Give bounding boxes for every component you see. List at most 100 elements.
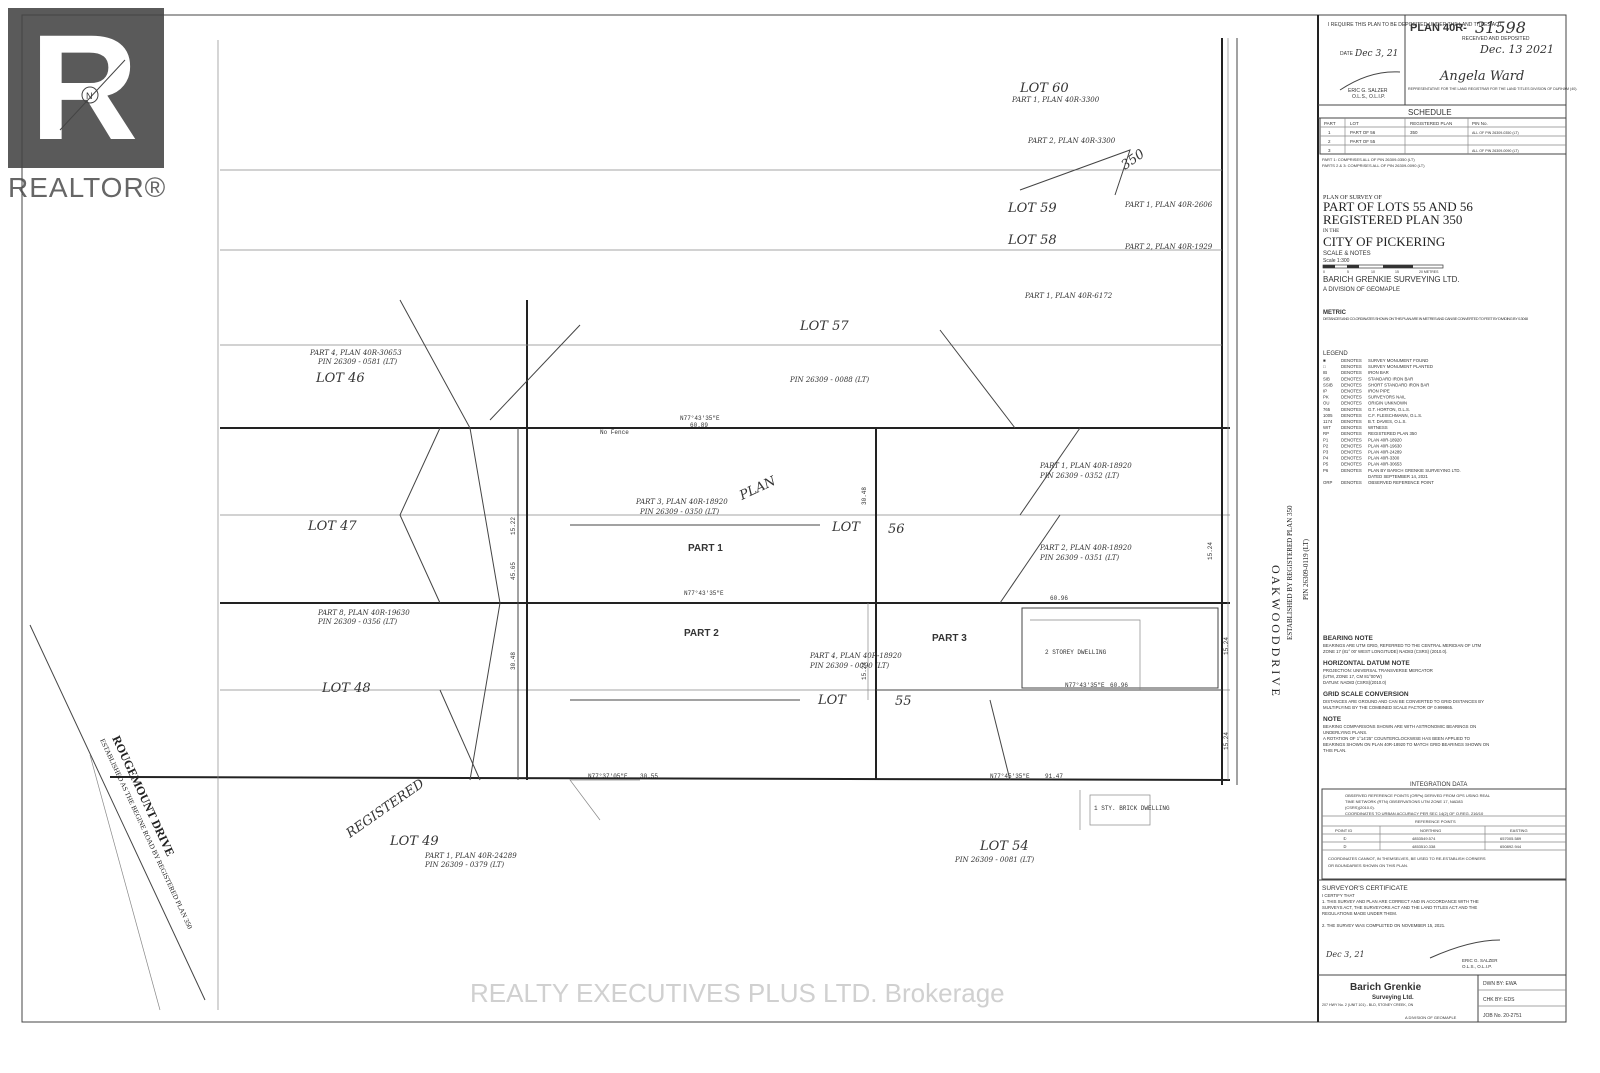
plan-note: PART 1, PLAN 40R-2606 <box>1124 201 1213 209</box>
plan-label: PLAN <box>736 474 778 504</box>
plan-note: PART 1, PLAN 40R-18920 <box>1039 462 1132 470</box>
brokerage-watermark: REALTY EXECUTIVES PLUS LTD. Brokerage <box>470 978 1005 1008</box>
integration-heading: INTEGRATION DATA <box>1410 782 1467 788</box>
legend-cell: DENOTES <box>1341 376 1362 381</box>
legend-cell: DENOTES <box>1341 364 1362 369</box>
realtor-logo-mark: R <box>8 8 164 168</box>
distance-label: 15.22 <box>510 517 517 535</box>
reference-cell: 650892.944 <box>1500 844 1522 849</box>
realtor-logo: R REALTOR® <box>8 8 168 204</box>
plan-note: PIN 26309 - 0352 (LT) <box>1039 472 1119 480</box>
schedule-header: PART <box>1324 121 1336 126</box>
dwelling-label: 2 STOREY DWELLING <box>1045 649 1107 656</box>
title-block: I REQUIRE THIS PLAN TO BE DEPOSITED UNDE… <box>1318 15 1577 1022</box>
legend-cell: DENOTES <box>1341 431 1362 436</box>
certificate-heading: SURVEYOR'S CERTIFICATE <box>1322 885 1408 892</box>
reference-header: NORTHING <box>1420 828 1441 833</box>
legend-cell: SURVEY MONUMENT FOUND <box>1368 358 1428 363</box>
legend-cell: G.T. HORTON, O.L.S. <box>1368 407 1410 412</box>
certificate-date: Dec 3, 21 <box>1325 950 1365 959</box>
bearing-label: N77°43'35"E <box>1065 682 1105 689</box>
legend-cell: SSIB <box>1323 382 1333 387</box>
note-line: UNDERLYING PLANS. <box>1323 730 1367 735</box>
integration-line: COORDINATES TO URBAN ACCURACY PER SEC 14… <box>1345 811 1484 816</box>
certificate-line: SURVEYS ACT, THE SURVEYORS ACT AND THE L… <box>1322 905 1477 910</box>
certificate-signer: ERIC G. SALZER <box>1462 958 1498 963</box>
legend-cell: B.T. DAVIES, O.L.S. <box>1368 419 1407 424</box>
legend-cell: REGISTERED PLAN 350 <box>1368 431 1417 436</box>
legend-cell: DENOTES <box>1341 419 1362 424</box>
integration-table <box>1321 788 1567 880</box>
legend-cell: DENOTES <box>1341 443 1362 448</box>
legend-cell: P6 <box>1323 468 1329 473</box>
schedule-header: LOT <box>1350 121 1359 126</box>
north-label: N <box>86 91 93 101</box>
legend-cell: IRON BAR <box>1368 370 1389 375</box>
legend-cell: OU <box>1323 401 1329 406</box>
rougemount-drive-subtitle: ESTABLISHED AS THE BEGINE ROAD BY REGIST… <box>98 737 194 930</box>
scale-notes-label: SCALE & NOTES <box>1323 251 1371 257</box>
surveyor-signature <box>1339 71 1401 91</box>
legend-cell: DENOTES <box>1341 382 1362 387</box>
signer-title: O.L.S., O.L.I.P. <box>1352 94 1385 100</box>
certificate-line: I CERTIFY THAT <box>1322 893 1355 898</box>
oakwood-drive-subtitle: ESTABLISHED BY REGISTERED PLAN 350 <box>1286 505 1294 640</box>
scale-tick-label: 10 <box>1371 270 1375 274</box>
lot-60-label: LOT 60 <box>1019 81 1069 96</box>
reference-cell: 657005.589 <box>1500 836 1522 841</box>
lot-46-label: LOT 46 <box>315 371 365 386</box>
metric-heading: METRIC <box>1323 310 1347 316</box>
plan-note: PIN 26309 - 0090 (LT) <box>809 662 889 670</box>
schedule-cell: ALL OF PIN 26309-0350 (LT) <box>1472 131 1519 135</box>
city-label: CITY OF PICKERING <box>1323 234 1445 249</box>
legend-cell: ORP <box>1323 480 1332 485</box>
legend-cell: DENOTES <box>1341 456 1362 461</box>
legend-cell: IRON PIPE <box>1368 389 1390 394</box>
note-line: DISTANCES ARE GROUND AND CAN BE CONVERTE… <box>1323 699 1484 704</box>
oakwood-drive-label: O A K W O O D D R I V E <box>1269 565 1283 696</box>
legend-cell: 1005 <box>1323 413 1333 418</box>
legend-cell: PLAN 40R-18920 <box>1368 437 1402 442</box>
logo-letter: R <box>30 3 139 171</box>
note-heading: BEARING NOTE <box>1323 635 1374 642</box>
certificate-signer-title: O.L.S., O.L.I.P. <box>1462 964 1492 969</box>
distance-label: 60.96 <box>1050 595 1068 602</box>
legend-cell: P5 <box>1323 462 1329 467</box>
plan-note: PART 4, PLAN 40R-18920 <box>809 652 902 660</box>
legend-cell: DENOTES <box>1341 437 1362 442</box>
legend-cell: DATED SEPTEMBER 14, 2021 <box>1368 474 1428 479</box>
schedule-cell: ALL OF PIN 26309-0090 (LT) <box>1472 149 1519 153</box>
bearing-label: N77°45'35"E <box>990 773 1030 780</box>
firm-address: 207 HWY No. 2 (UNIT 101) - BLD, STONEY C… <box>1322 1003 1414 1007</box>
legend-cell: P3 <box>1323 450 1329 455</box>
legend-cell: ORIGIN UNKNOWN <box>1368 401 1407 406</box>
reference-cell: ① <box>1343 836 1347 841</box>
reference-header: POINT ID <box>1335 828 1352 833</box>
job-number: JOB No. 20-2751 <box>1483 1013 1522 1019</box>
dwelling-outline <box>1021 607 1219 689</box>
legend-cell: P1 <box>1323 437 1329 442</box>
note-line: THIS PLAN. <box>1323 748 1346 753</box>
dwelling-label: 1 STY. BRICK DWELLING <box>1094 805 1170 812</box>
schedule-title: SCHEDULE <box>1408 108 1452 117</box>
note-line: A ROTATION OF 1°14'25" COUNTERCLOCKWISE … <box>1323 736 1471 741</box>
plan-note: PART 3, PLAN 40R-18920 <box>635 498 728 506</box>
legend-cell: WITNESS <box>1368 425 1388 430</box>
lot-49-label: LOT 49 <box>389 834 439 849</box>
note-heading: GRID SCALE CONVERSION <box>1323 691 1409 698</box>
schedule-note: PARTS 2 & 3: COMPRISES ALL OF PIN 26309-… <box>1322 163 1425 168</box>
certificate-line: 2. THE SURVEY WAS COMPLETED ON NOVEMBER … <box>1322 923 1445 928</box>
plan-title-line-2: REGISTERED PLAN 350 <box>1323 212 1462 227</box>
distance-label: 91.47 <box>1045 773 1063 780</box>
note-heading: HORIZONTAL DATUM NOTE <box>1323 660 1410 667</box>
lot-56-number: 56 <box>888 522 905 537</box>
lot-55-number: 55 <box>895 694 912 709</box>
note-line: BEARINGS ARE UTM GRID, REFERRED TO THE C… <box>1323 643 1482 648</box>
schedule-cell: PART OF 55 <box>1350 139 1376 144</box>
bearing-label: N77°43'35"E <box>684 590 724 597</box>
certificate-signature <box>1429 939 1501 959</box>
legend-cell: ■ <box>1323 358 1326 363</box>
plan-note: PIN 26309 - 0581 (LT) <box>317 358 397 366</box>
lot-lines <box>29 38 1238 1011</box>
